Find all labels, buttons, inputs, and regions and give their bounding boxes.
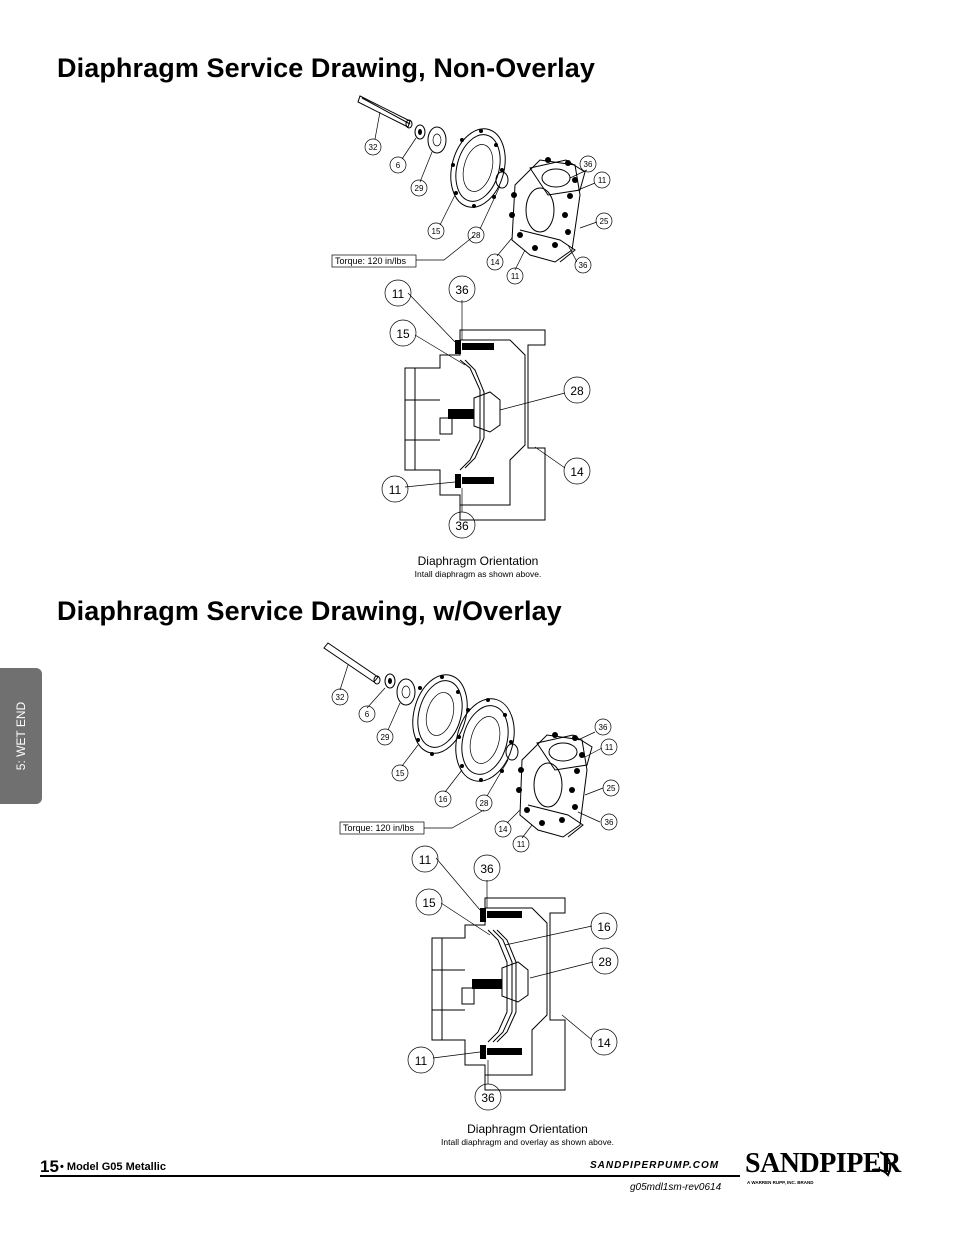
page-title-overlay: Diaphragm Service Drawing, w/Overlay [57, 596, 562, 626]
section-tab[interactable]: 5: WET END [0, 668, 42, 804]
callout-label: 16 [597, 920, 611, 934]
caption-note: Intall diaphragm and overlay as shown ab… [441, 1137, 614, 1147]
callout-label: 14 [597, 1036, 611, 1050]
callout-label: 16 [439, 795, 448, 804]
callout-label: 28 [472, 231, 481, 240]
callout-label: 36 [455, 519, 469, 533]
caption-title: Diaphragm Orientation [417, 554, 539, 568]
brand-logo: SANDPIPER [745, 1148, 901, 1179]
callout-label: 6 [396, 161, 401, 170]
page-number: 15 [40, 1157, 59, 1176]
callout-label: 6 [365, 710, 370, 719]
callout-label: 28 [480, 799, 489, 808]
brand-swoosh-icon [871, 1151, 892, 1177]
callout-label: 32 [369, 143, 378, 152]
callout-label: 36 [455, 283, 469, 297]
website-link[interactable]: SANDPIPERPUMP.COM [590, 1160, 720, 1171]
callout-label: 11 [598, 176, 607, 185]
page-title-non-overlay: Diaphragm Service Drawing, Non-Overlay [57, 53, 595, 83]
exploded-view-1: 32 6 29 15 28 36 11 25 14 11 36 Torque: … [331, 95, 613, 285]
callout-label: 14 [570, 465, 584, 479]
callout-label: 29 [381, 733, 390, 742]
callout-label: 36 [605, 818, 614, 827]
callout-label: 36 [584, 160, 593, 169]
callout-label: 36 [599, 723, 608, 732]
torque-note: Torque: 120 in/lbs [335, 256, 407, 266]
callout-label: 25 [607, 784, 616, 793]
callout-label: 15 [432, 227, 441, 236]
callout-label: 14 [491, 258, 500, 267]
caption-title: Diaphragm Orientation [467, 1122, 588, 1136]
callout-label: 36 [481, 1091, 495, 1105]
callout-label: 11 [392, 287, 405, 301]
exploded-view-2: 32 6 29 15 16 28 36 11 25 14 11 36 Torqu… [323, 642, 620, 853]
section-view-1: 11 36 15 28 14 11 36 [381, 275, 591, 539]
callout-label: 29 [415, 184, 424, 193]
callout-label: 15 [422, 896, 436, 910]
callout-label: 11 [605, 743, 614, 752]
caption-note: Intall diaphragm as shown above. [414, 569, 542, 579]
callout-label: 28 [598, 955, 612, 969]
model-name: • Model G05 Metallic [60, 1161, 166, 1173]
callout-label: 11 [517, 840, 526, 849]
section-view-2: 11 36 15 16 28 14 11 36 [407, 845, 619, 1111]
diagram-caption: Diaphragm Orientation Intall diaphragm a… [378, 554, 578, 579]
callout-label: 11 [419, 853, 432, 867]
callout-label: 36 [480, 862, 494, 876]
callout-label: 15 [396, 769, 405, 778]
diagram-caption: Diaphragm Orientation Intall diaphragm a… [400, 1122, 655, 1147]
callout-label: 11 [415, 1054, 428, 1068]
callout-label: 32 [336, 693, 345, 702]
callout-label: 36 [579, 261, 588, 270]
callout-label: 25 [600, 217, 609, 226]
document-id: g05mdl1sm-rev0614 [630, 1182, 722, 1193]
callout-label: 14 [499, 825, 508, 834]
callout-label: 11 [511, 272, 520, 281]
torque-note: Torque: 120 in/lbs [343, 823, 415, 833]
callout-label: 28 [570, 384, 584, 398]
callout-label: 11 [389, 483, 402, 497]
brand-tagline: A WARREN RUPP, INC. BRAND [747, 1180, 814, 1185]
footer-divider [40, 1175, 740, 1177]
callout-label: 15 [396, 327, 410, 341]
